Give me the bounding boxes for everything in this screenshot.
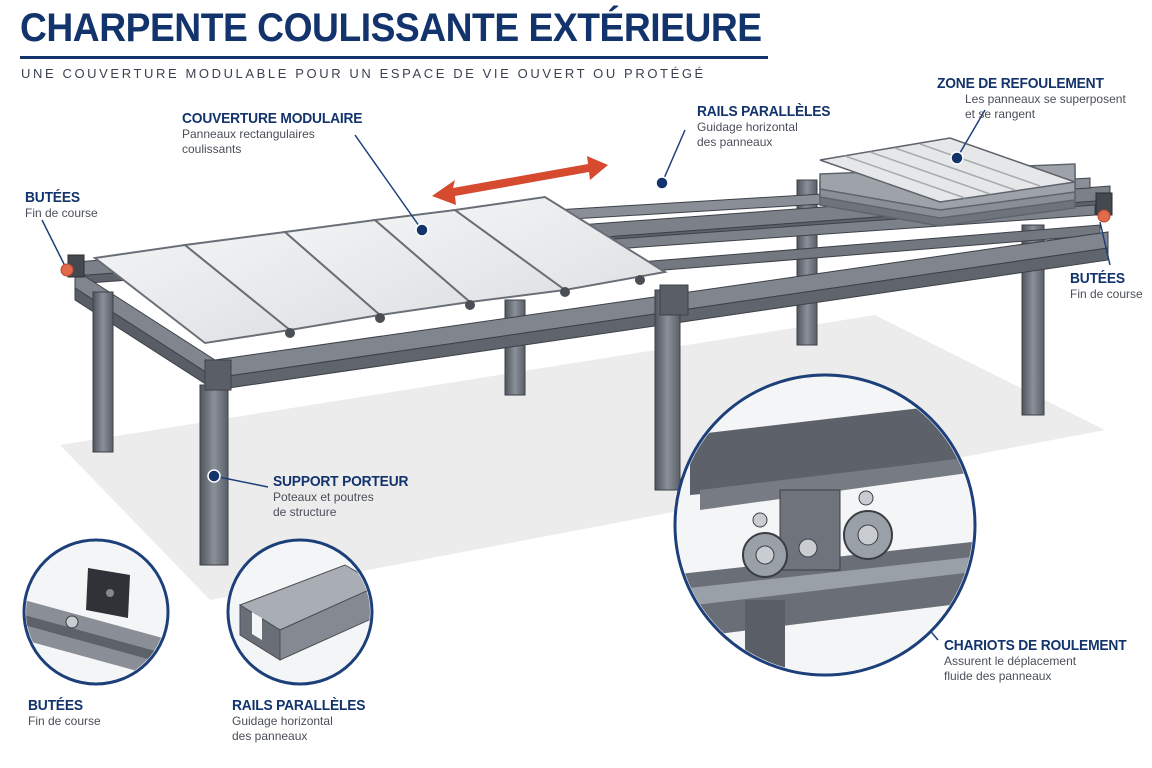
front-posts — [92, 284, 689, 566]
page-subtitle: UNE COUVERTURE MODULABLE POUR UN ESPACE … — [21, 66, 706, 81]
callout-end-stops-bottom: BUTÉES Fin de course — [28, 697, 101, 729]
callout-parallel-rails-top: RAILS PARALLÈLES Guidage horizontal des … — [697, 103, 842, 150]
panel-rollers — [285, 275, 645, 338]
callout-text: Fin de course — [28, 714, 101, 728]
callout-title: RAILS PARALLÈLES — [697, 103, 831, 120]
callout-title: SUPPORT PORTEUR — [273, 473, 409, 490]
callout-parallel-rails-bottom: RAILS PARALLÈLES Guidage horizontal des … — [232, 697, 377, 744]
callout-text: des panneaux — [697, 135, 773, 149]
callout-end-stops-right: BUTÉES Fin de course — [1070, 270, 1143, 302]
panel — [452, 195, 668, 292]
stacked-panels — [819, 137, 1076, 227]
callout-text: Fin de course — [1070, 287, 1143, 301]
title-underline — [20, 56, 768, 59]
stop-pin-icon — [60, 209, 1111, 277]
callout-text: Panneaux rectangulaires — [182, 127, 315, 141]
rail-profile-inset — [226, 538, 374, 686]
callout-title: RAILS PARALLÈLES — [232, 697, 366, 714]
callout-text: coulissants — [182, 142, 242, 156]
callout-title: BUTÉES — [1070, 270, 1125, 287]
callout-text: Poteaux et poutres — [273, 490, 374, 504]
callout-title: CHARIOTS DE ROULEMENT — [944, 637, 1127, 654]
double-arrow-icon — [432, 156, 608, 205]
callout-text: de structure — [273, 505, 337, 519]
callout-title: COUVERTURE MODULAIRE — [182, 110, 363, 127]
page-title: CHARPENTE COULISSANTE EXTÉRIEURE — [20, 6, 762, 50]
callout-title: BUTÉES — [28, 697, 83, 714]
callout-title: BUTÉES — [25, 189, 80, 206]
callout-end-stops-left: BUTÉES Fin de course — [25, 189, 98, 221]
callout-text: Guidage horizontal — [697, 120, 798, 134]
callout-modular-cover: COUVERTURE MODULAIRE Panneaux rectangula… — [182, 110, 378, 157]
callout-text: Fin de course — [25, 206, 98, 220]
callout-text: des panneaux — [232, 729, 308, 743]
callout-title: ZONE DE REFOULEMENT — [937, 75, 1104, 92]
callout-retraction-zone: ZONE DE REFOULEMENT Les panneaux se supe… — [937, 75, 1126, 122]
callout-text: fluide des panneaux — [944, 669, 1052, 683]
endstop-detail-inset — [22, 538, 170, 686]
callout-support-structure: SUPPORT PORTEUR Poteaux et poutres de st… — [273, 473, 420, 520]
carriage-detail-inset — [673, 373, 977, 677]
callout-text: Assurent le déplacement — [944, 654, 1077, 668]
callout-text: et se rangent — [965, 107, 1036, 121]
callout-rolling-carriages: CHARIOTS DE ROULEMENT Assurent le déplac… — [944, 637, 1142, 684]
callout-text: Les panneaux se superposent — [965, 92, 1126, 106]
callout-text: Guidage horizontal — [232, 714, 333, 728]
